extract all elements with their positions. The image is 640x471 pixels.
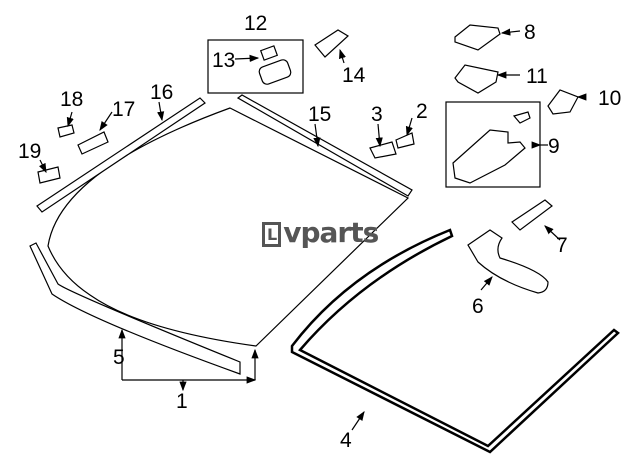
- clip-2[interactable]: [395, 132, 415, 149]
- camera-cover[interactable]: [452, 129, 526, 184]
- sensor-bracket[interactable]: [511, 199, 553, 231]
- callout-10: 10: [598, 87, 621, 110]
- callout-19: 19: [18, 140, 41, 163]
- callout-9: 9: [548, 135, 560, 158]
- callout-2: 2: [416, 100, 428, 123]
- callout-6: 6: [472, 295, 484, 318]
- callout-7: 7: [556, 234, 568, 257]
- lower-molding[interactable]: [29, 242, 241, 375]
- callout-13: 13: [212, 49, 235, 72]
- callout-12: 12: [244, 12, 267, 35]
- callout-17: 17: [112, 98, 135, 121]
- callout-1: 1: [176, 390, 188, 413]
- callout-8: 8: [524, 21, 536, 44]
- camera-bracket[interactable]: [454, 24, 501, 51]
- rear-view-mirror[interactable]: [467, 229, 549, 294]
- callout-11: 11: [526, 65, 548, 88]
- clip-19[interactable]: [37, 166, 61, 184]
- logo-text: vparts: [283, 216, 379, 249]
- rain-sensor[interactable]: [258, 58, 292, 85]
- callout-16: 16: [150, 81, 173, 104]
- pin-18[interactable]: [57, 124, 75, 138]
- callout-14: 14: [342, 64, 366, 87]
- top-molding[interactable]: [236, 94, 413, 197]
- sensor-pad[interactable]: [259, 45, 279, 61]
- callout-4: 4: [340, 429, 352, 452]
- clip-3[interactable]: [369, 141, 397, 159]
- logo-mark: L: [262, 221, 282, 247]
- leader-lines: [39, 28, 587, 431]
- callout-3: 3: [371, 103, 383, 126]
- callout-18: 18: [60, 88, 83, 111]
- bracket-10[interactable]: [547, 89, 579, 115]
- camera-mount[interactable]: [454, 64, 499, 94]
- clip-17[interactable]: [77, 131, 109, 155]
- rain-sensor-box: [207, 39, 304, 94]
- callout-15: 15: [308, 103, 331, 126]
- windshield-outline[interactable]: [290, 228, 620, 454]
- camera-cover-clip[interactable]: [512, 111, 531, 124]
- callout-5: 5: [113, 346, 125, 369]
- sensor-cover[interactable]: [314, 29, 349, 58]
- side-molding-left[interactable]: [36, 97, 206, 213]
- windshield-glass[interactable]: [47, 107, 410, 347]
